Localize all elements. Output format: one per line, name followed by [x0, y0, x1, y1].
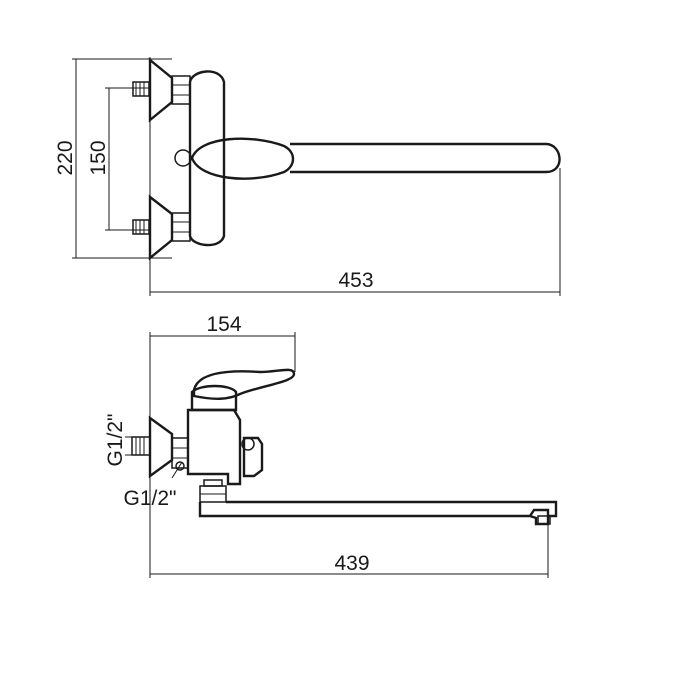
handle-reach-label: 154: [206, 313, 241, 336]
side-view: 154 439 G1/2" G1/2": [104, 313, 558, 578]
upper-eccentric: [148, 57, 174, 123]
spout-upper-edge: [226, 500, 558, 518]
lever-handle: [190, 137, 295, 180]
spout-reach-label: 439: [334, 552, 369, 575]
side-nut: [171, 437, 189, 469]
cartridge-housing: [190, 384, 238, 412]
aerator: [537, 515, 551, 525]
inlet-thread-label: G1/2": [104, 414, 127, 467]
diverter-housing: [242, 436, 264, 478]
lower-inlet-thread: [132, 219, 150, 235]
upper-nut: [171, 75, 191, 105]
mixer-body: [188, 70, 226, 247]
side-lever-handle: [192, 368, 296, 400]
height-total-label: 220: [54, 140, 77, 175]
total-width-label: 453: [338, 269, 373, 292]
inlet-spacing-label: 150: [87, 140, 110, 175]
side-inlet-thread: [131, 436, 151, 456]
side-mixer-body: [186, 408, 242, 486]
lower-eccentric: [148, 194, 174, 261]
outlet-thread-label: G1/2": [124, 487, 177, 510]
side-eccentric: [148, 415, 174, 479]
upper-inlet-thread: [132, 81, 150, 97]
spout-top: [290, 142, 561, 174]
lower-nut: [171, 212, 191, 242]
top-view: 220 150 453: [54, 57, 561, 296]
diverter-knob: [241, 437, 255, 451]
mixer-knob: [174, 149, 192, 167]
side-spout: [198, 502, 550, 526]
